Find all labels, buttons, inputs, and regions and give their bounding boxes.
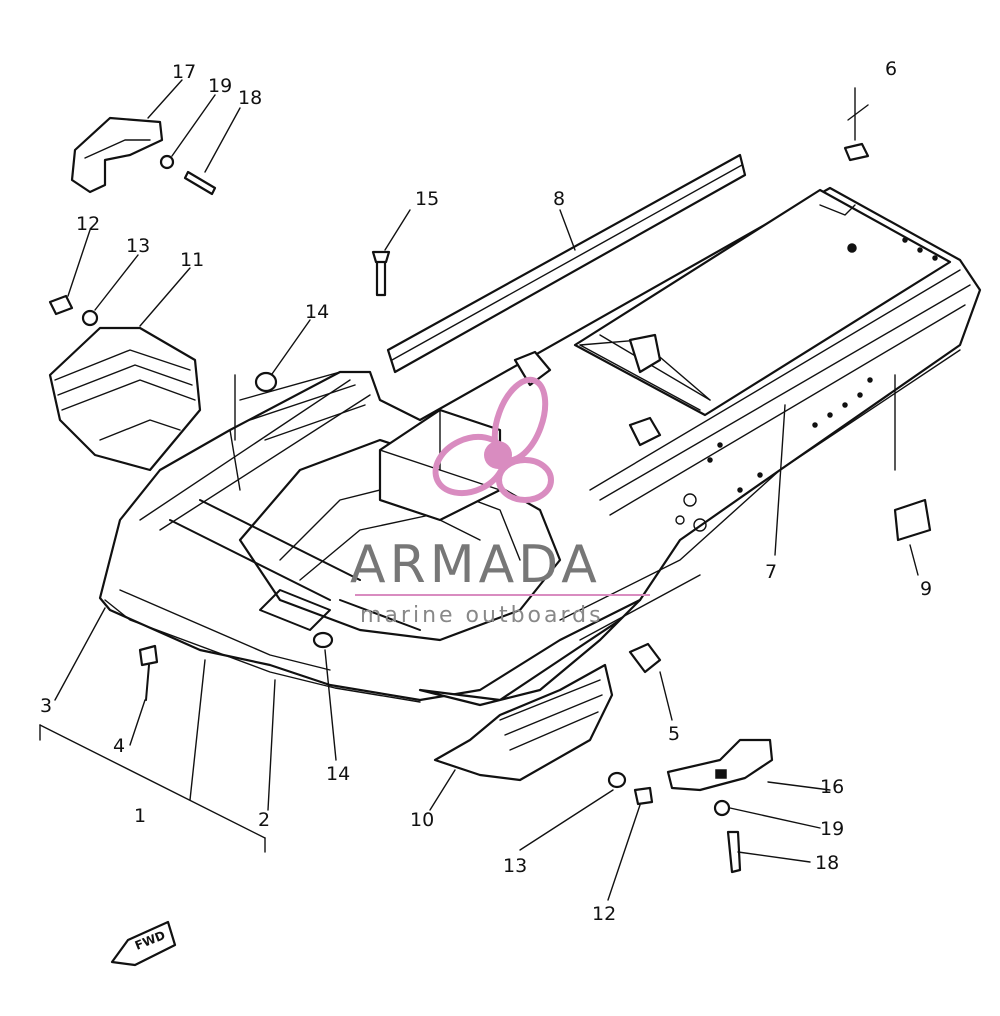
- callout-18-bottom: 18: [815, 852, 839, 874]
- callout-5: 5: [668, 723, 680, 745]
- callout-6: 6: [885, 58, 897, 80]
- part-14-nut-top: [254, 371, 278, 393]
- callout-3: 3: [40, 695, 52, 717]
- part-12-bolt-top: [48, 294, 74, 316]
- part-11-cover: [48, 326, 202, 472]
- part-8-strip: [386, 153, 747, 374]
- callout-1: 1: [134, 805, 146, 827]
- part-13-washer-bottom: [607, 771, 627, 789]
- callout-12-top: 12: [76, 213, 100, 235]
- part-16-clip: [666, 738, 774, 792]
- part-19-nut-top: [159, 154, 175, 170]
- part-17-bracket: [70, 116, 164, 194]
- watermark-tagline: marine outboards: [360, 603, 604, 628]
- callout-numbers: 6 8 15 17 19 18 12 13 11 14 7 9 5 10 13 …: [40, 58, 932, 925]
- leader-lines: [39, 79, 919, 901]
- part-6-cap: [843, 142, 870, 162]
- part-4-bolt: [138, 644, 159, 701]
- callout-11: 11: [180, 249, 204, 271]
- fwd-arrow-icon: FWD: [110, 920, 177, 967]
- callout-13-top: 13: [126, 235, 150, 257]
- callout-8: 8: [553, 188, 565, 210]
- part-18-bolt-bottom: [726, 830, 742, 874]
- part-12-bolt-bottom: [633, 786, 654, 806]
- callout-14-top: 14: [305, 301, 329, 323]
- watermark-brand: ARMADA: [350, 535, 601, 595]
- part-19-nut-bottom: [713, 799, 731, 817]
- part-5-grommet: [628, 642, 662, 674]
- callout-19-top: 19: [208, 75, 232, 97]
- callout-19-bottom: 19: [820, 818, 844, 840]
- part-13-washer-top: [81, 309, 99, 327]
- callout-15: 15: [415, 188, 439, 210]
- part-14-nut-bottom: [312, 631, 334, 649]
- callout-16: 16: [820, 776, 844, 798]
- part-9-plate: [893, 498, 932, 542]
- callout-12-bottom: 12: [592, 903, 616, 925]
- callout-9: 9: [920, 578, 932, 600]
- watermark-logo: ARMADA marine outboards: [350, 376, 650, 628]
- callout-13-bottom: 13: [503, 855, 527, 877]
- callout-17: 17: [172, 61, 196, 83]
- callout-2: 2: [258, 809, 270, 831]
- callout-7: 7: [765, 561, 777, 583]
- callout-10: 10: [410, 809, 434, 831]
- part-15-pin: [371, 250, 391, 297]
- callout-4: 4: [113, 735, 125, 757]
- part-18-bolt-top: [183, 170, 217, 196]
- part-10-cover: [433, 663, 614, 782]
- callout-18-top: 18: [238, 87, 262, 109]
- callout-14-bottom: 14: [326, 763, 350, 785]
